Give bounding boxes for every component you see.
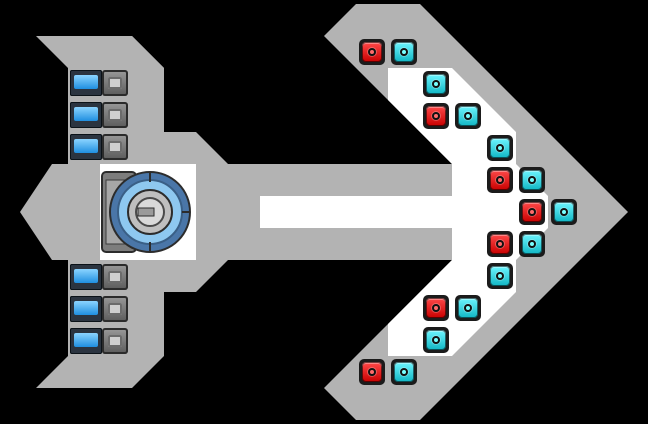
thruster-top[interactable]	[68, 100, 130, 130]
cargo-tile-cyan[interactable]	[518, 166, 546, 194]
hull-lower-wing	[36, 260, 164, 388]
cargo-tile-cyan[interactable]	[390, 38, 418, 66]
cargo-tile-red[interactable]	[486, 230, 514, 258]
reactor-core[interactable]	[100, 168, 192, 256]
cargo-tile-red[interactable]	[518, 198, 546, 226]
cargo-tile-cyan[interactable]	[422, 326, 450, 354]
cargo-tile-cyan[interactable]	[454, 294, 482, 322]
cargo-tile-cyan[interactable]	[550, 198, 578, 226]
deck-corridor	[260, 196, 456, 228]
thruster-bottom[interactable]	[68, 294, 130, 324]
cargo-tile-red[interactable]	[422, 102, 450, 130]
cargo-tile-red[interactable]	[422, 294, 450, 322]
cargo-tile-red[interactable]	[358, 358, 386, 386]
cargo-tile-cyan[interactable]	[486, 262, 514, 290]
thruster-bottom[interactable]	[68, 262, 130, 292]
cargo-tile-cyan[interactable]	[390, 358, 418, 386]
cargo-tile-red[interactable]	[486, 166, 514, 194]
cargo-tile-cyan[interactable]	[422, 70, 450, 98]
thruster-bottom[interactable]	[68, 326, 130, 356]
cargo-tile-red[interactable]	[358, 38, 386, 66]
cargo-tile-cyan[interactable]	[454, 102, 482, 130]
cargo-tile-cyan[interactable]	[486, 134, 514, 162]
cargo-tile-cyan[interactable]	[518, 230, 546, 258]
thruster-top[interactable]	[68, 68, 130, 98]
thruster-top[interactable]	[68, 132, 130, 162]
